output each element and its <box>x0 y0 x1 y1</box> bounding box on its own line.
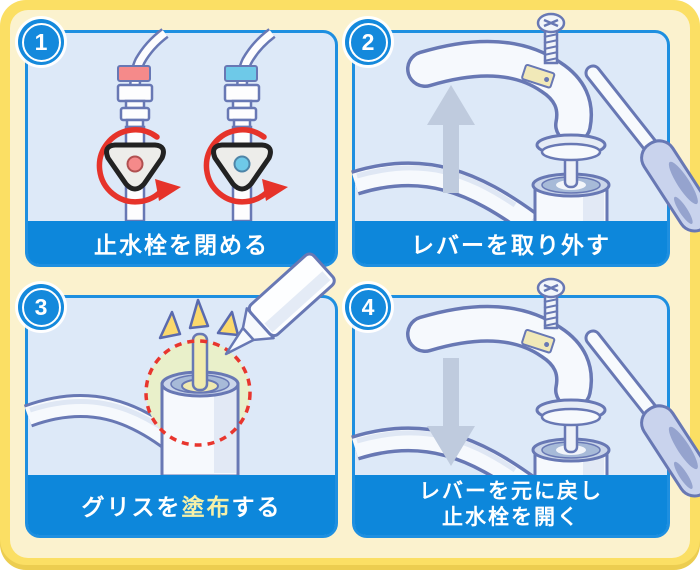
sparkle-icon <box>158 298 240 340</box>
screw-icon <box>536 12 566 65</box>
rotation-arrowhead <box>262 179 288 201</box>
push-down-arrow-icon <box>427 358 475 466</box>
faucet-lever <box>406 304 607 427</box>
step-caption: グリスを塗布する <box>28 475 335 535</box>
screwdriver-icon <box>584 329 700 498</box>
grease-target-ring <box>144 339 252 447</box>
rotation-arrowhead <box>155 179 181 201</box>
faucet-spout <box>351 161 538 234</box>
step-panel-3: グリスを塗布する 3 <box>18 252 338 538</box>
lift-up-arrow-icon <box>427 85 475 193</box>
cold-tag <box>224 65 258 82</box>
step-caption: レバーを元に戻し 止水栓を開く <box>355 475 667 535</box>
step-number-badge: 1 <box>18 19 64 65</box>
step-number: 4 <box>361 293 375 320</box>
hot-water-pipe <box>96 28 181 223</box>
step-number: 3 <box>34 293 48 320</box>
step-number: 2 <box>361 28 375 55</box>
faucet-lever <box>406 39 607 162</box>
step-caption-line1: レバーを元に戻し <box>419 480 603 503</box>
step-number-badge: 2 <box>345 19 391 65</box>
cold-water-pipe <box>203 28 288 223</box>
step-caption-text: 止水栓を閉める <box>94 231 269 258</box>
step-number-badge: 3 <box>18 284 64 330</box>
grease-tube <box>224 252 336 356</box>
reattach-lever-illustration <box>351 277 700 512</box>
hot-tag <box>117 65 151 82</box>
step-panel-4: レバーを元に戻し 止水栓を開く 4 <box>345 277 700 538</box>
step-caption-text: レバーを取り外す <box>411 231 611 258</box>
apply-grease-illustration <box>23 252 336 478</box>
step-caption-line2: 止水栓を開く <box>442 506 580 529</box>
rotation-arrow-icon <box>96 127 166 205</box>
greased-spindle <box>191 332 209 392</box>
remove-lever-illustration <box>351 12 700 247</box>
rotation-arrow-icon <box>203 127 273 205</box>
shutoff-valves-illustration <box>96 28 288 223</box>
screw-icon <box>536 277 566 330</box>
step-number-badge: 4 <box>345 284 391 330</box>
step-caption: 止水栓を閉める <box>28 221 335 264</box>
step-caption-text: グリスを塗布する <box>81 494 282 520</box>
screwdriver-icon <box>584 64 700 233</box>
highlighted-word: 塗布 <box>181 494 232 520</box>
step-panel-2: レバーを取り外す 2 <box>345 12 700 267</box>
step-panel-1: 止水栓を閉める 1 <box>18 19 338 267</box>
step-caption: レバーを取り外す <box>355 221 667 264</box>
step-number: 1 <box>34 28 48 55</box>
